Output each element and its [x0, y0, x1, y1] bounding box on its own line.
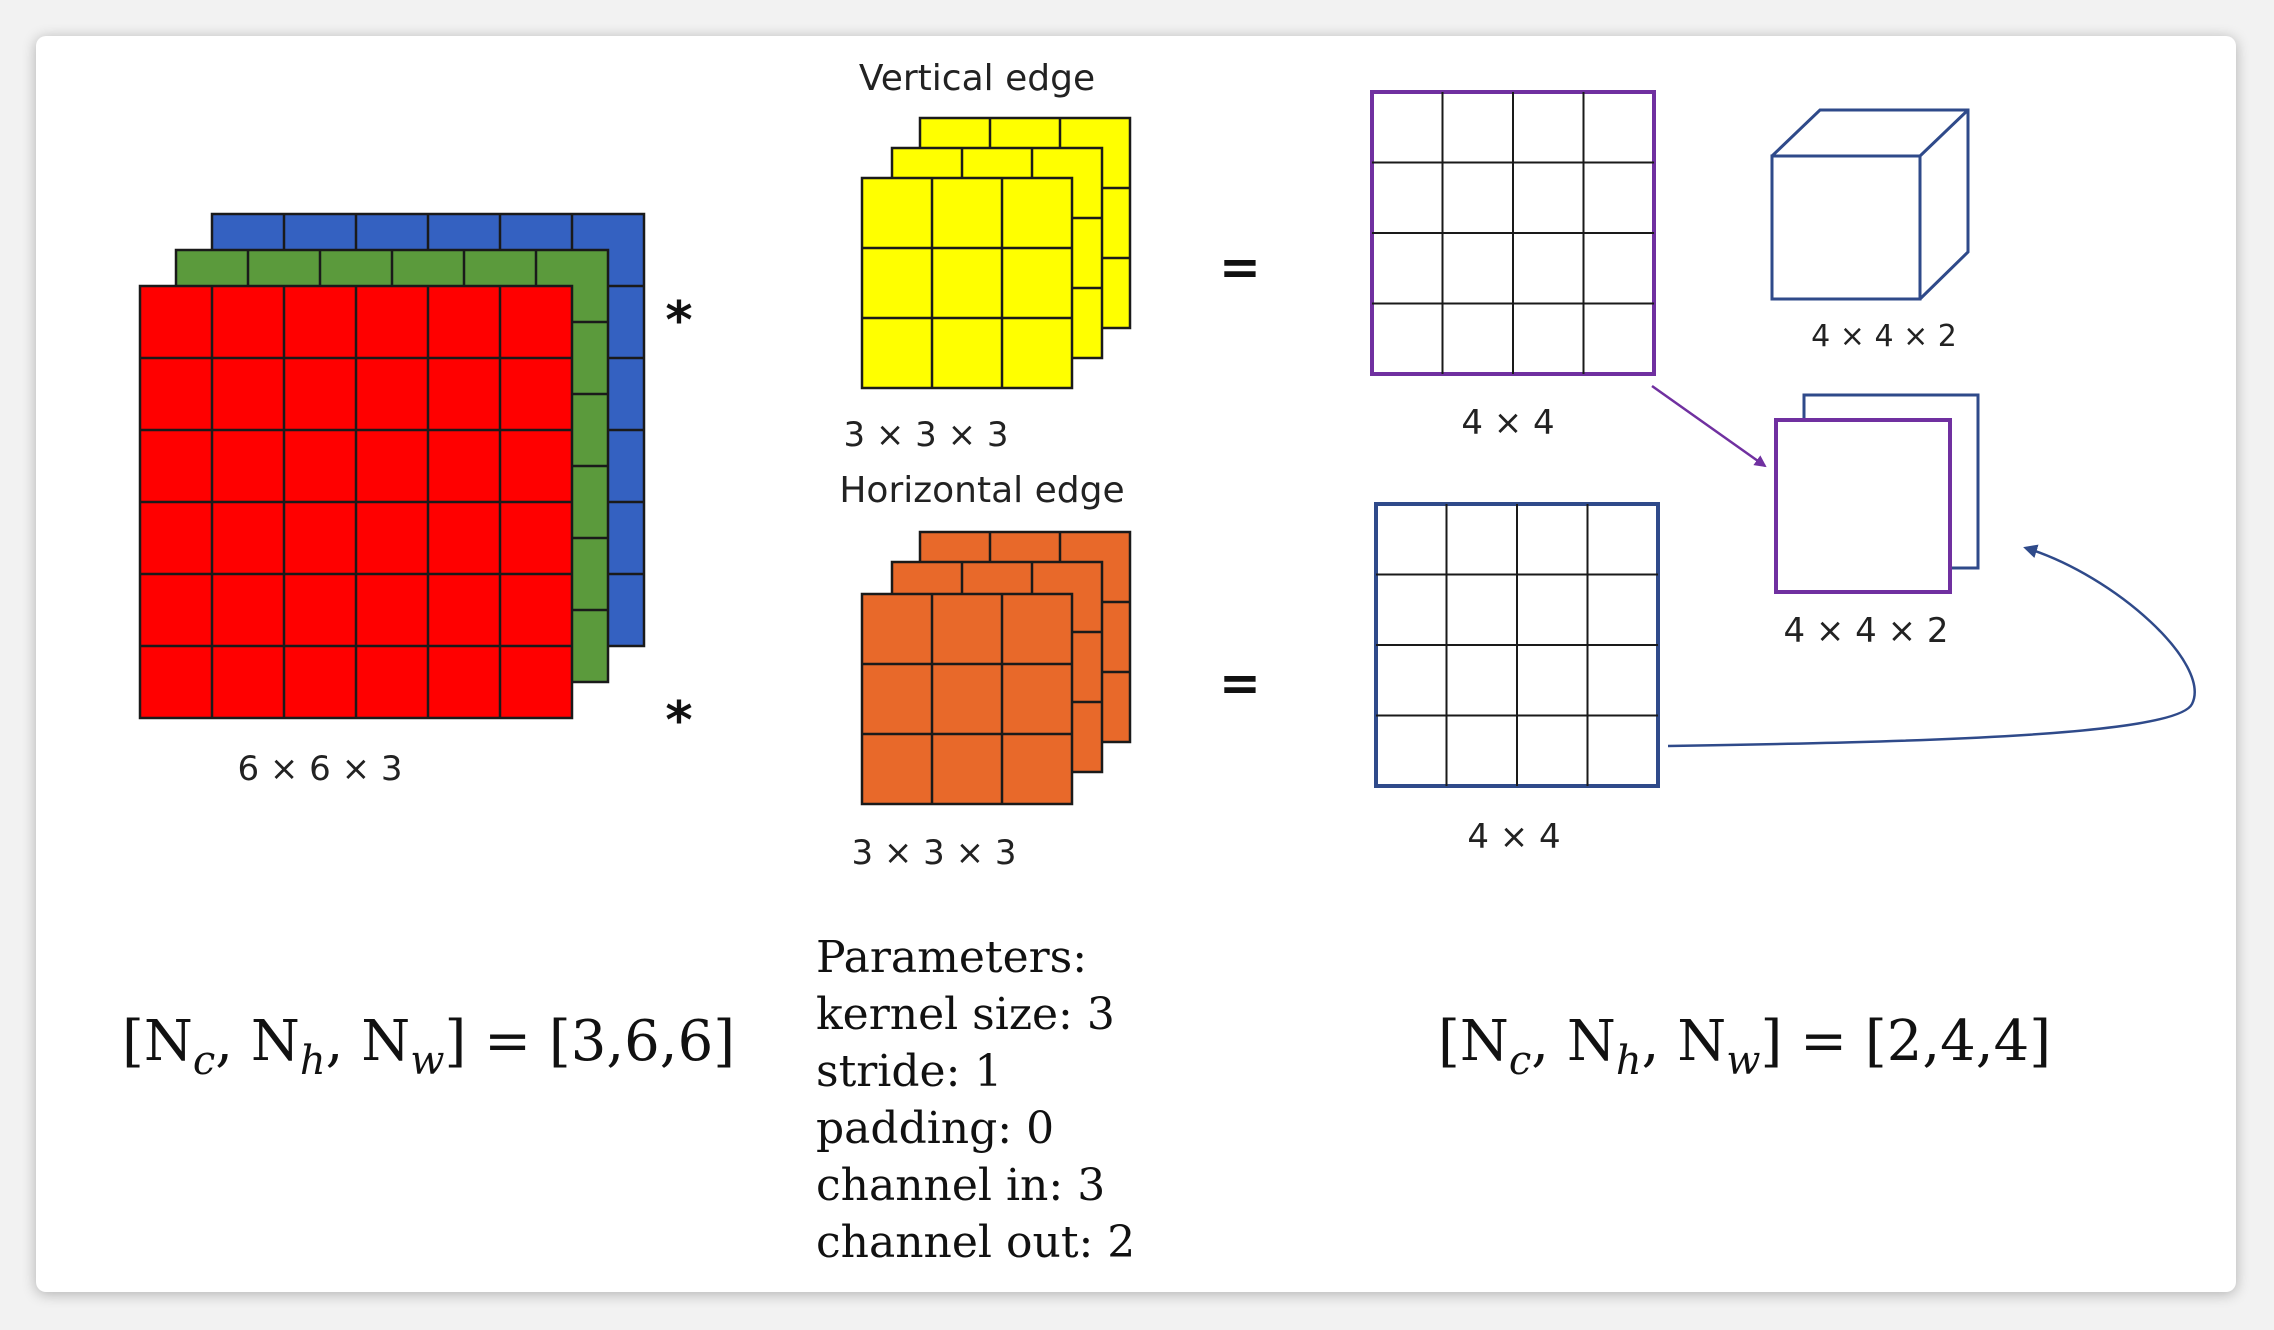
parameter-line: kernel size: 3	[816, 989, 1115, 1040]
output-map-vertical	[1370, 90, 1656, 376]
output-stack-label: 4 × 4 × 2	[1783, 611, 1948, 651]
output-map-horizontal-label: 4 × 4	[1467, 817, 1560, 857]
parameter-line: channel out: 2	[816, 1217, 1135, 1268]
input-size-label: 6 × 6 × 3	[237, 749, 402, 789]
arrow-map1-to-stack	[1651, 384, 1767, 468]
convolution-diagram: 6 × 6 × 3 * * Vertical edge 3 × 3 × 3 Ho…	[122, 58, 2196, 1268]
equals-sign: =	[1219, 654, 1261, 712]
equals-sign: =	[1219, 238, 1261, 296]
input-channel-red	[138, 284, 574, 720]
output-stack	[1774, 393, 1980, 594]
output-shape-equation: [Nc, Nh, Nw] = [2,4,4]	[1438, 1009, 2051, 1084]
output-map-horizontal	[1374, 502, 1660, 788]
input-tensor	[138, 212, 646, 720]
vertical-edge-title: Vertical edge	[859, 58, 1095, 99]
vertical-edge-kernel	[860, 116, 1132, 390]
diagram-card: 6 × 6 × 3 * * Vertical edge 3 × 3 × 3 Ho…	[36, 36, 2236, 1292]
parameters-block: Parameters: kernel size: 3 stride: 1 pad…	[816, 932, 1135, 1268]
arrow-map2-to-stack	[1667, 544, 2196, 748]
parameter-line: padding: 0	[816, 1103, 1054, 1154]
parameter-line: channel in: 3	[816, 1160, 1105, 1211]
vertical-kernel-size-label: 3 × 3 × 3	[843, 415, 1008, 455]
input-shape-equation: [Nc, Nh, Nw] = [3,6,6]	[122, 1009, 735, 1084]
output-cube	[1770, 108, 1970, 301]
parameter-line: stride: 1	[816, 1046, 1002, 1097]
convolution-operator: *	[665, 291, 692, 351]
convolution-operator: *	[665, 691, 692, 751]
output-cube-label: 4 × 4 × 2	[1811, 319, 1957, 354]
horizontal-edge-kernel	[860, 530, 1132, 806]
horizontal-kernel-size-label: 3 × 3 × 3	[851, 833, 1016, 873]
parameters-heading: Parameters:	[816, 932, 1087, 983]
output-map-vertical-label: 4 × 4	[1461, 403, 1554, 443]
horizontal-edge-title: Horizontal edge	[839, 470, 1124, 511]
